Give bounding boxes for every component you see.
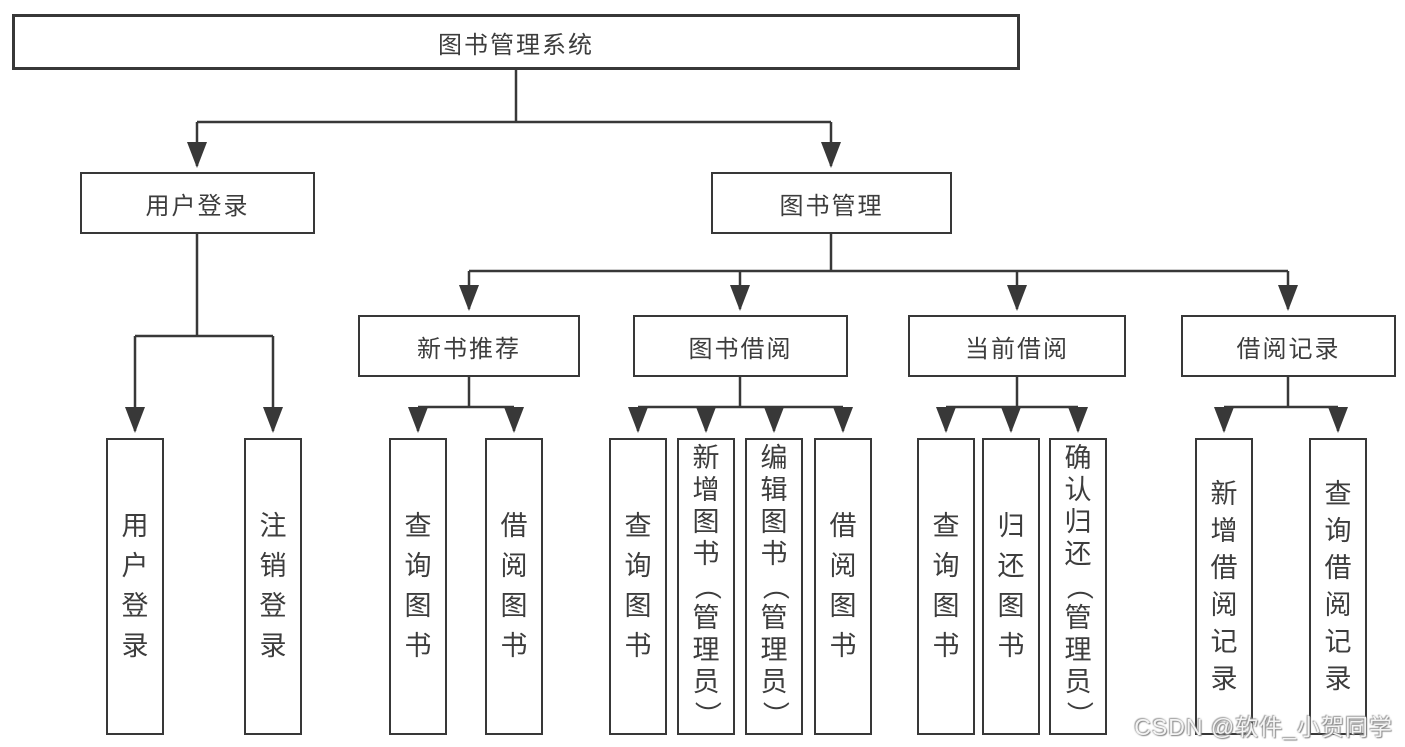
leaf-add-borrow-record: 新增借阅记录 xyxy=(1195,438,1253,735)
leaf-query-books-recommend: 查询图书 xyxy=(389,438,447,735)
node-current-borrow: 当前借阅 xyxy=(908,315,1126,377)
leaf-edit-book-admin: 编辑图书（管理员） xyxy=(745,438,803,735)
leaf-borrow-books-recommend: 借阅图书 xyxy=(485,438,543,735)
leaf-return-book: 归还图书 xyxy=(982,438,1040,735)
leaf-query-books-borrow: 查询图书 xyxy=(609,438,667,735)
watermark-text: CSDN @软件_小贺同学 xyxy=(1134,714,1393,740)
node-user-login: 用户登录 xyxy=(80,172,315,234)
leaf-add-book-admin: 新增图书（管理员） xyxy=(677,438,735,735)
node-library-system: 图书管理系统 xyxy=(12,14,1020,70)
node-new-book-recommend: 新书推荐 xyxy=(358,315,580,377)
node-book-borrow: 图书借阅 xyxy=(633,315,848,377)
leaf-borrow-books-borrow: 借阅图书 xyxy=(814,438,872,735)
node-book-management: 图书管理 xyxy=(711,172,952,234)
leaf-query-borrow-record: 查询借阅记录 xyxy=(1309,438,1367,735)
node-borrow-records: 借阅记录 xyxy=(1181,315,1396,377)
leaf-user-login: 用户登录 xyxy=(106,438,164,735)
leaf-logout: 注销登录 xyxy=(244,438,302,735)
leaf-confirm-return-admin: 确认归还（管理员） xyxy=(1049,438,1107,735)
leaf-query-books-current: 查询图书 xyxy=(917,438,975,735)
